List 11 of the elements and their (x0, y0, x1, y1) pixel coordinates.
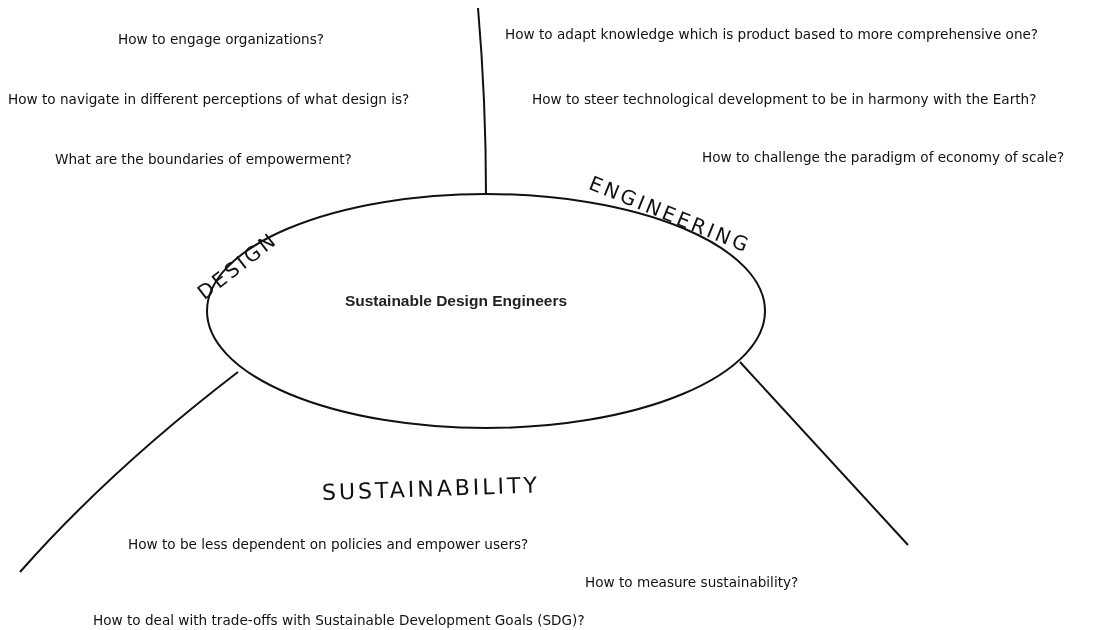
question-text: How to challenge the paradigm of economy of scale? (702, 151, 1065, 165)
question-text: How to navigate in different perceptions of what design is? (8, 93, 410, 107)
question-text: How to deal with trade-offs with Sustainable Development Goals (SDG)? (93, 614, 585, 628)
node-title: Sustainable Design Engineers (344, 292, 568, 310)
question-text: How to steer technological development to be in harmony with the Earth? (532, 93, 1037, 107)
question-text: How to measure sustainability? (585, 576, 799, 590)
question-text: How to adapt knowledge which is product based to more comprehensive one? (505, 28, 1039, 42)
question-text: How to be less dependent on policies and empower users? (128, 538, 529, 552)
question-text: What are the boundaries of empowerment? (55, 153, 352, 167)
handwritten-label: SUSTAINABILITY (321, 474, 541, 504)
question-text: How to engage organizations? (118, 33, 325, 47)
